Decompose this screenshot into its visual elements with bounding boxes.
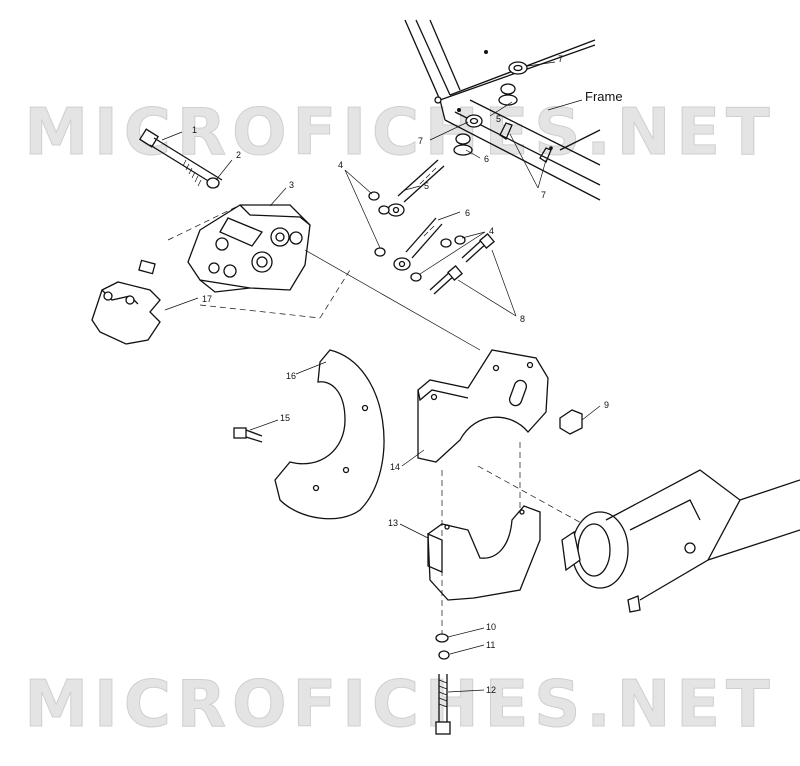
callout-7-left: 7: [418, 136, 423, 146]
callout-11: 11: [486, 640, 495, 650]
callout-5-frame: 5: [496, 114, 501, 124]
callout-16: 16: [286, 371, 296, 381]
frame-label: Frame: [585, 89, 623, 104]
callout-3: 3: [289, 180, 294, 190]
axle-housing: [477, 465, 800, 613]
frame-drawing: [404, 19, 601, 201]
bolts-8: [429, 233, 495, 295]
bushing-9: [559, 409, 583, 435]
bolt-1: [138, 128, 223, 188]
callout-6-rod: 6: [465, 208, 470, 218]
callout-13: 13: [388, 518, 398, 528]
callout-17: 17: [202, 294, 212, 304]
rod-end-5: [387, 159, 445, 217]
plate-16: [274, 349, 385, 520]
callout-7-top: 7: [558, 54, 563, 64]
bracket-14: [417, 349, 549, 463]
rod-end-6: [393, 217, 443, 271]
bolt-15: [233, 427, 263, 443]
brake-pad-17: [91, 259, 161, 345]
callout-6-frame: 6: [484, 154, 489, 164]
washer-10: [435, 633, 449, 643]
leader-lines: [161, 61, 601, 693]
callout-8: 8: [520, 314, 525, 324]
callout-7-right: 7: [541, 190, 546, 200]
brake-caliper-3: [167, 204, 481, 351]
callout-1: 1: [192, 125, 197, 135]
callout-2: 2: [236, 150, 241, 160]
callout-4-lower: 4: [489, 226, 494, 236]
washers-4: [368, 191, 466, 282]
clamp-13: [427, 442, 541, 640]
callout-12: 12: [486, 685, 496, 695]
frame-hardware: [453, 50, 553, 163]
washer-2: [206, 177, 220, 189]
callout-5-rod: 5: [424, 181, 429, 191]
callout-4-upper: 4: [338, 160, 343, 170]
callout-15: 15: [280, 413, 290, 423]
callout-9: 9: [604, 400, 609, 410]
bolt-12: [435, 674, 451, 735]
washer-11: [438, 650, 450, 660]
callout-14: 14: [390, 462, 400, 472]
callout-10: 10: [486, 622, 496, 632]
